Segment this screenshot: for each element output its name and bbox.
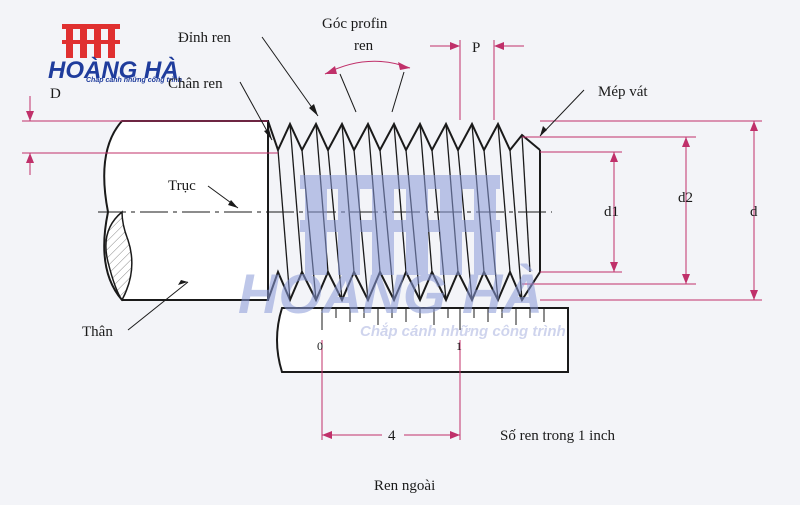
thread-gauge-ruler [276,307,569,373]
watermark: HOÀNG HÀ Chắp cánh những công trình [238,175,566,340]
thread-top-profile [267,120,541,153]
leader-lines [127,36,585,331]
logo-brand: HOÀNG HÀ [48,56,179,84]
thread-bottom-profile [267,269,541,303]
label-d: d [750,204,758,220]
label-d1: d1 [604,204,619,220]
leader-arrowheads [178,104,547,285]
caption: Ren ngoài [374,478,435,494]
label-so-ren: Số ren trong 1 inch [500,428,615,444]
label-goc-profin-2: ren [354,38,374,54]
label-p: P [472,40,480,56]
label-mep-vat: Mép vát [598,84,648,100]
watermark-tagline: Chắp cánh những công trình [360,322,566,340]
logo-tagline: Chắp cánh những công trình [86,75,182,84]
label-truc: Trục [168,178,196,194]
dimension-lines [22,40,762,440]
label-d2: d2 [678,190,693,206]
brand-logo: HOÀNG HÀ Chắp cánh những công trình [48,24,182,84]
scale-0: 0 [317,339,323,353]
label-dim-4: 4 [388,428,396,444]
label-than: Thân [82,324,113,340]
arrowheads [26,42,758,439]
bolt-shank [103,120,269,302]
watermark-brand: HOÀNG HÀ [238,262,543,325]
scale-1: 1 [456,339,462,353]
label-dinh-ren: Đỉnh ren [178,30,231,46]
label-d-upper: D [50,86,61,102]
label-chan-ren: Chân ren [168,76,223,92]
label-goc-profin-1: Góc profin [322,16,388,32]
